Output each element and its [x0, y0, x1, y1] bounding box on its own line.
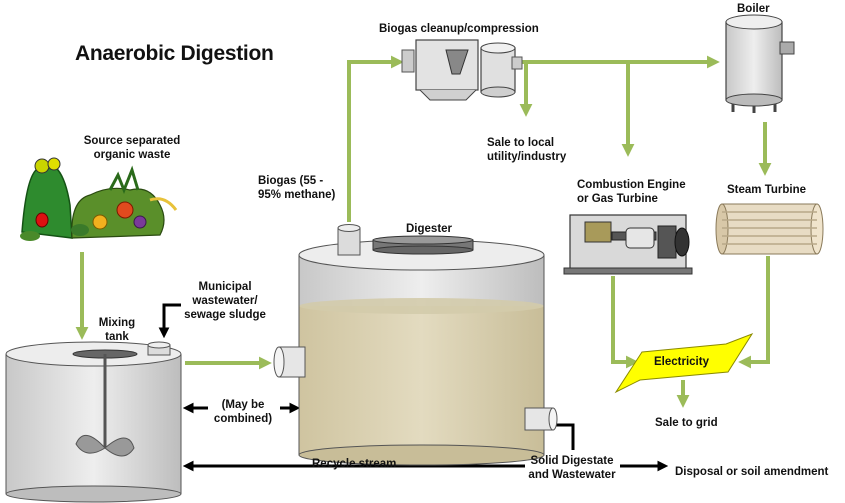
combustion-engine-unit	[563, 214, 693, 275]
label-boiler: Boiler	[737, 3, 770, 15]
label-steam-turbine: Steam Turbine	[727, 184, 807, 196]
label-solid-digestate: Solid Digestate and Wastewater	[528, 455, 616, 481]
arrow-digestate-outlet	[556, 423, 575, 450]
label-municipal: Municipal wastewater/ sewage sludge	[184, 281, 266, 321]
arrow-municipal-to-mixing	[158, 303, 181, 339]
organic-waste-pile	[20, 157, 178, 241]
arrow-digester-to-cleanup	[347, 55, 404, 222]
boiler-unit	[725, 14, 795, 113]
label-digester: Digester	[406, 223, 453, 235]
steam-turbine-unit	[715, 203, 824, 255]
label-biogas: Biogas (55 - 95% methane)	[258, 175, 336, 201]
label-recycle-stream: Recycle stream	[312, 458, 397, 470]
label-disposal: Disposal or soil amendment	[675, 466, 829, 478]
label-sale-local: Sale to local utility/industry	[487, 137, 567, 163]
digester-tank	[273, 224, 558, 466]
label-cleanup: Biogas cleanup/compression	[379, 23, 539, 35]
black-flow-arrows	[158, 303, 669, 472]
electricity-bolt	[614, 332, 754, 394]
label-electricity: Electricity	[654, 356, 709, 368]
label-combustion: Combustion Engine or Gas Turbine	[577, 179, 686, 205]
label-source-waste: Source separated organic waste	[83, 135, 181, 161]
label-mixing-tank: Mixing tank	[98, 317, 136, 343]
arrow-turbine-to-electricity	[738, 256, 770, 369]
diagram-title: Anaerobic Digestion	[75, 42, 274, 65]
label-may-be-combined: (May be combined)	[213, 399, 273, 425]
mixing-tank	[5, 341, 182, 503]
arrow-combustion-to-electricity	[611, 276, 639, 369]
green-flow-arrows	[75, 55, 772, 408]
label-sale-grid: Sale to grid	[655, 417, 718, 429]
cleanup-compression-unit	[401, 39, 523, 101]
